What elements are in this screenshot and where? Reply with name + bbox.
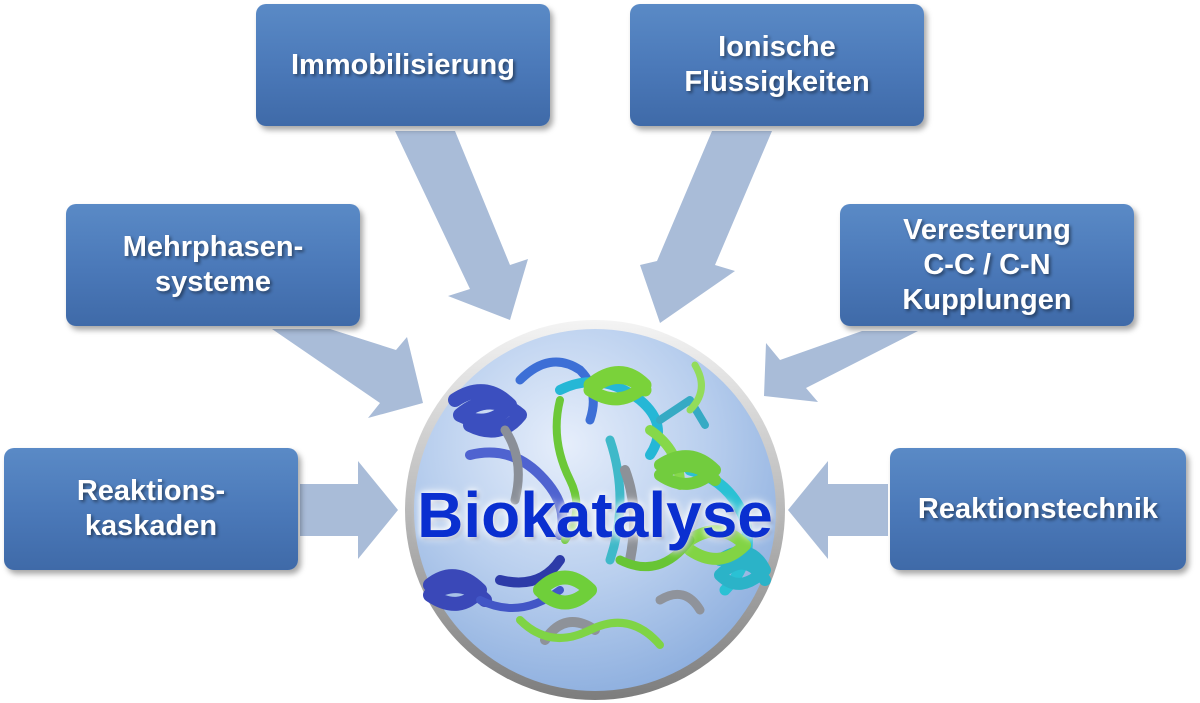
node-label: systeme bbox=[154, 266, 272, 298]
arrow-reaktionstechnik bbox=[788, 461, 888, 559]
arrow-immobilisierung bbox=[395, 131, 528, 320]
node-label: Immobilisierung bbox=[291, 48, 515, 81]
node-label: Flüssigkeiten bbox=[684, 66, 870, 98]
arrow-mehrphasensysteme bbox=[272, 329, 423, 418]
node-label: C-C / C-N bbox=[923, 248, 1051, 281]
arrows bbox=[272, 131, 918, 559]
node-label: Reaktionstechnik bbox=[917, 492, 1159, 525]
center-title: Biokatalyse bbox=[417, 479, 773, 551]
node-reaktionstechnik: Reaktionstechnik bbox=[890, 448, 1186, 570]
node-label: kaskaden bbox=[84, 510, 218, 542]
node-veresterung: Veresterung C-C / C-N Kupplungen bbox=[840, 204, 1134, 326]
arrow-reaktionskaskaden bbox=[300, 461, 398, 559]
protein-structure-illustration bbox=[423, 357, 771, 649]
node-mehrphasensysteme: Mehrphasen- systeme bbox=[66, 204, 360, 326]
node-label: Ionische bbox=[718, 31, 836, 63]
node-label: Reaktions- bbox=[76, 475, 226, 507]
node-immobilisierung: Immobilisierung bbox=[256, 4, 550, 126]
arrow-veresterung bbox=[764, 331, 918, 402]
node-reaktionskaskaden: Reaktions- kaskaden bbox=[4, 448, 298, 570]
node-label: Veresterung bbox=[903, 213, 1071, 246]
node-ionische-fluessigkeiten: Ionische Flüssigkeiten bbox=[630, 4, 924, 126]
arrow-ionische-fluessigkeiten bbox=[640, 131, 772, 323]
node-label: Kupplungen bbox=[902, 283, 1072, 316]
node-label: Mehrphasen- bbox=[122, 231, 304, 263]
